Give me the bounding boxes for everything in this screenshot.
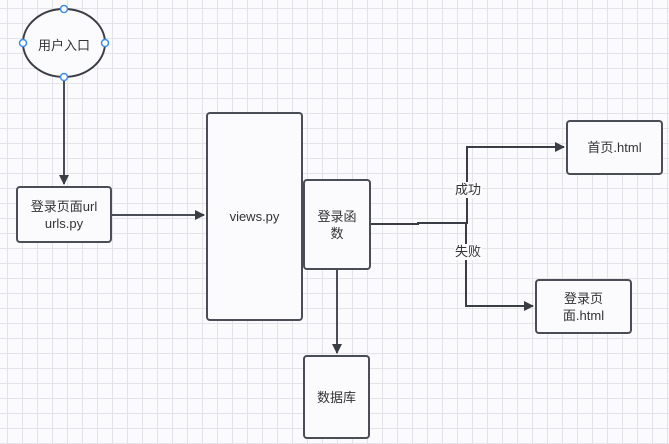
urls-node[interactable]: 登录页面url urls.py [16, 186, 112, 243]
urls-node-line2: urls.py [44, 215, 84, 231]
login-function-line2: 数 [330, 225, 344, 241]
selection-handle-left[interactable] [18, 38, 28, 48]
edge-func-to-home[interactable] [370, 142, 565, 225]
login-function-line1: 登录函 [317, 208, 357, 224]
database-node[interactable]: 数据库 [303, 355, 370, 439]
login-page-line1: 登录页 [563, 290, 603, 306]
edge-func-to-login-page[interactable] [465, 223, 534, 311]
urls-node-line1: 登录页面url [30, 198, 98, 214]
selection-handle-bottom[interactable] [59, 72, 69, 82]
views-node-label: views.py [229, 209, 280, 224]
login-function-node[interactable]: 登录函 数 [303, 179, 371, 270]
views-node[interactable]: views.py [206, 112, 303, 321]
edge-label-failure: 失败 [454, 244, 483, 260]
selection-handle-right[interactable] [100, 38, 110, 48]
home-page-node[interactable]: 首页.html [566, 120, 663, 175]
database-node-label: 数据库 [316, 389, 356, 405]
entry-label: 用户入口 [38, 38, 91, 53]
edge-label-success: 成功 [454, 182, 483, 198]
selection-handle-top[interactable] [59, 4, 69, 14]
home-page-label: 首页.html [587, 140, 642, 155]
login-page-line2: 面.html [562, 307, 605, 323]
login-page-node[interactable]: 登录页 面.html [535, 279, 632, 334]
